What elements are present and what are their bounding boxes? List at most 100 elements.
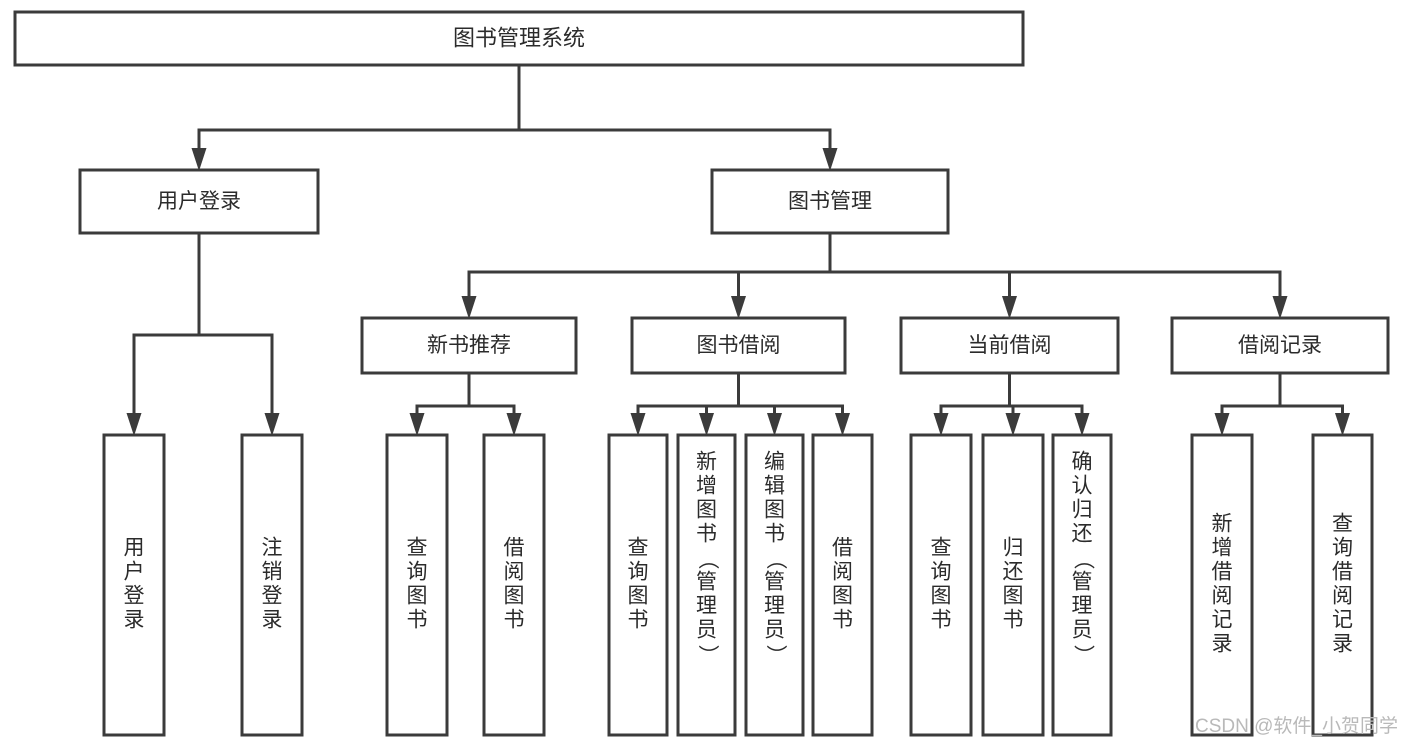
label-char: 记	[1332, 609, 1353, 632]
connector-line	[939, 373, 1011, 413]
label-char: 书	[832, 609, 853, 632]
label-char: 书	[407, 609, 428, 632]
connector-layer	[126, 65, 1350, 436]
label-char: ）	[764, 645, 787, 666]
node-new-book-recommend[interactable]: 新书推荐	[360, 316, 578, 375]
label-char: 书	[931, 609, 952, 632]
node-box[interactable]	[811, 433, 874, 737]
node-borrow-record[interactable]: 借阅记录	[1170, 316, 1390, 375]
label-char: 图	[1003, 585, 1024, 608]
label-char: 新	[1212, 513, 1233, 536]
label-char: 图	[504, 585, 525, 608]
node-box[interactable]	[482, 433, 546, 737]
connector-current-borrow-to-leaf-current-query-book	[933, 373, 1011, 436]
node-box[interactable]	[607, 433, 669, 737]
connector-book-manage-to-new-book-recommend	[461, 233, 832, 319]
label-char: 书	[504, 609, 525, 632]
label-char: 还	[1003, 561, 1024, 584]
node-box[interactable]	[744, 433, 805, 737]
arrow-head-icon	[264, 413, 280, 436]
node-book-manage[interactable]: 图书管理	[710, 168, 950, 235]
node-box[interactable]	[981, 433, 1045, 737]
label-char: 员	[696, 619, 717, 642]
label-char: 阅	[832, 561, 853, 584]
label-char: 管	[764, 571, 785, 594]
label-char: 图	[764, 499, 785, 522]
label-char: 增	[1212, 537, 1233, 560]
csdn-watermark: CSDN @软件_小贺同学	[1195, 715, 1398, 737]
label-char: 录	[262, 609, 283, 632]
arrow-head-icon	[1002, 296, 1017, 319]
label-char: 编	[764, 451, 785, 474]
node-box[interactable]	[78, 168, 320, 235]
node-box[interactable]	[385, 433, 449, 737]
label-char: 归	[1003, 537, 1024, 560]
label-char: 销	[262, 561, 283, 584]
connector-book-borrow-to-leaf-borrow-borrow-book	[737, 373, 850, 436]
arrow-head-icon	[1074, 413, 1090, 436]
label-char: 询	[628, 561, 649, 584]
node-box[interactable]	[360, 316, 578, 375]
node-box[interactable]	[13, 10, 1025, 67]
node-root[interactable]: 图书管理系统	[13, 10, 1025, 67]
label-char: 认	[1072, 475, 1093, 498]
label-char: 理	[696, 595, 717, 618]
node-box[interactable]	[1311, 433, 1374, 737]
node-label-vertical: 用户登录	[124, 537, 145, 632]
node-leaf-user-login[interactable]: 用户登录	[102, 433, 166, 737]
connector-line	[705, 373, 740, 413]
node-user-login[interactable]: 用户登录	[78, 168, 320, 235]
connector-line	[737, 233, 832, 296]
connector-borrow-record-to-leaf-record-add	[1214, 373, 1282, 436]
connector-line	[1220, 373, 1282, 413]
arrow-head-icon	[1214, 413, 1230, 436]
label-char: 书	[696, 523, 717, 546]
label-char: 理	[1072, 595, 1093, 618]
arrow-head-icon	[506, 413, 522, 436]
node-box[interactable]	[676, 433, 737, 737]
node-book-borrow[interactable]: 图书借阅	[630, 316, 847, 375]
label-char: 图	[407, 585, 428, 608]
node-box[interactable]	[1051, 433, 1113, 737]
label-char: 查	[407, 537, 428, 560]
label-char: 还	[1072, 523, 1093, 546]
node-box[interactable]	[630, 316, 847, 375]
arrow-head-icon	[1005, 413, 1021, 436]
node-current-borrow[interactable]: 当前借阅	[899, 316, 1120, 375]
node-box[interactable]	[909, 433, 973, 737]
node-box[interactable]	[240, 433, 304, 737]
node-box[interactable]	[899, 316, 1120, 375]
label-char: 书	[628, 609, 649, 632]
node-box[interactable]	[102, 433, 166, 737]
node-box[interactable]	[710, 168, 950, 235]
label-char: 确	[1072, 451, 1093, 474]
label-char: 归	[1072, 499, 1093, 522]
connector-line	[828, 233, 1011, 296]
label-char: 查	[1332, 513, 1353, 536]
arrow-head-icon	[1335, 413, 1350, 436]
arrow-head-icon	[767, 413, 782, 436]
node-box[interactable]	[1170, 316, 1390, 375]
node-box[interactable]	[1190, 433, 1254, 737]
label-char: 记	[1212, 609, 1233, 632]
label-char: 管	[696, 571, 717, 594]
